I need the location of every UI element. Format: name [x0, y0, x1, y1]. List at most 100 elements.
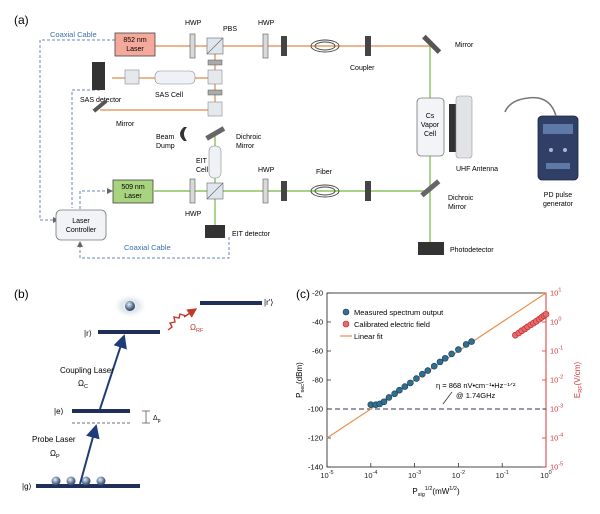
- hwp-3: [189, 178, 196, 204]
- photodetector-label: Photodetector: [450, 247, 494, 254]
- ground-atom-4: [96, 476, 106, 486]
- measured-point: [424, 367, 432, 374]
- ground-atom-3: [81, 476, 91, 486]
- measured-point: [441, 354, 449, 362]
- sas-detector-box: [92, 62, 105, 90]
- bs-3: [207, 101, 223, 117]
- bs-2: [207, 69, 223, 85]
- cs-vapor-cell: [416, 97, 445, 157]
- coupler-right-top: [365, 36, 371, 56]
- measured-point: [436, 358, 444, 366]
- coax-label-bottom: Coaxial Cable: [124, 243, 171, 252]
- dichroic-mirror-2: [420, 179, 441, 198]
- right-tick-label: 10-3: [550, 404, 563, 414]
- probe-arrow: [79, 424, 100, 485]
- coupler-label: Coupler: [350, 65, 375, 72]
- calibrated-point: [542, 310, 550, 318]
- x-axis-label: Psig1/2(mW1/2): [412, 486, 460, 498]
- hwp-2: [262, 33, 269, 59]
- laser-509-line2: Laser: [124, 193, 142, 200]
- x-tick-label: 10-2: [452, 470, 465, 480]
- state-g-label: |g⟩: [22, 482, 32, 491]
- right-tick-label: 10-2: [550, 375, 563, 385]
- laser-509-box: [112, 179, 154, 204]
- measured-point: [380, 398, 388, 406]
- hwp-4-label: HWP: [258, 167, 275, 174]
- left-tick-label: -100: [308, 405, 323, 414]
- photodetector-box: [418, 242, 444, 255]
- pd-pulse-line2: generator: [543, 201, 574, 208]
- delta-label: Δp: [153, 415, 161, 424]
- cs-cell-line2: Vapor: [421, 122, 440, 129]
- uhf-antenna-label: UHF Antenna: [456, 166, 498, 173]
- mirror-top-right-label: Mirror: [455, 42, 474, 49]
- cs-cell-line1: Cs: [426, 113, 435, 120]
- panel-a-label: (a): [14, 13, 29, 27]
- probe-laser-label: Probe Laser: [32, 435, 76, 444]
- measured-point: [448, 350, 455, 358]
- omega-c: ΩC: [78, 379, 88, 390]
- right-tick-label: 101: [550, 288, 561, 298]
- panel-b-label: (b): [14, 287, 29, 301]
- cs-cell-line3: Cell: [424, 131, 437, 138]
- right-tick-label: 100: [550, 317, 561, 327]
- laser-controller-line1: Laser: [72, 218, 90, 225]
- ground-atom-1: [51, 476, 61, 486]
- right-axis-label: ERF(V/cm): [573, 362, 584, 399]
- mirror-left: [92, 99, 108, 113]
- eit-detector-label: EIT detector: [232, 231, 271, 238]
- laser-852-line2: Laser: [126, 46, 144, 53]
- hwp-1-label: HWP: [185, 20, 202, 27]
- bs-sas-1: [124, 69, 140, 85]
- legend-label-measured: Measured spectrum output: [354, 308, 444, 317]
- frequency-annotation: @ 1.74GHz: [456, 391, 496, 400]
- legend: Measured spectrum output Calibrated elec…: [340, 308, 444, 341]
- mirror-left-label: Mirror: [116, 121, 135, 128]
- chart-marks: [326, 292, 550, 439]
- left-tick-label: -140: [308, 463, 323, 472]
- measured-point: [391, 390, 398, 398]
- measured-point: [385, 394, 393, 401]
- dichroic-mirror-2-line1: Dichroic: [448, 195, 474, 202]
- dichroic-mirror-2-line2: Mirror: [448, 204, 467, 211]
- beam-dump-line1: Beam: [156, 134, 174, 141]
- sas-cell: [154, 70, 196, 85]
- uhf-antenna: [455, 95, 473, 159]
- omega-rf: ΩRF: [190, 323, 204, 334]
- left-tick-label: -80: [312, 376, 323, 385]
- measured-point: [430, 362, 438, 370]
- legend-marker-measured: [342, 308, 350, 316]
- pd-cable: [504, 96, 557, 117]
- left-tick-label: -40: [312, 318, 323, 327]
- legend-label-fit: Linear fit: [354, 332, 384, 341]
- beam-dump: [180, 127, 187, 141]
- panel-a: (a) Coaxial Cable Coaxial Cable 852 nm L…: [14, 13, 579, 259]
- laser-509-line1: 509 nm: [121, 184, 145, 191]
- panel-c-label: (c): [296, 287, 310, 301]
- uhf-antenna-back: [449, 104, 456, 152]
- measured-point: [407, 379, 414, 387]
- ground-atom-2: [66, 476, 76, 486]
- state-r-prime-label: |r'⟩: [264, 298, 273, 307]
- dichroic-mirror-1: [205, 126, 226, 141]
- rf-wavy-arrow: [167, 313, 187, 331]
- x-tick-label: 10-1: [496, 470, 509, 480]
- sas-detector-label: SAS detector: [80, 97, 122, 104]
- eit-cell-line2: Cell: [196, 167, 209, 174]
- hwp-2-label: HWP: [258, 20, 275, 27]
- dichroic-mirror-1-line2: Mirror: [236, 143, 255, 150]
- left-tick-label: -20: [312, 289, 323, 298]
- fiber-coil-bottom: [310, 184, 340, 198]
- x-tick-label: 10-5: [320, 470, 333, 480]
- measured-point: [396, 386, 403, 394]
- right-tick-label: 10-1: [550, 346, 563, 356]
- dichroic-mirror-1-line1: Dichroic: [236, 134, 262, 141]
- fiber-coil-top: [310, 39, 340, 53]
- measured-point: [401, 383, 409, 390]
- panel-b: (b) |r⟩ |r'⟩ |e⟩ |g⟩ ΩRF Coupling Laser …: [14, 287, 273, 491]
- sensitivity-annotation: η = 868 nV•cm⁻¹•Hz⁻¹ᐟ²: [436, 381, 516, 390]
- state-r-label: |r⟩: [84, 329, 92, 338]
- mirror-top-right: [422, 34, 442, 54]
